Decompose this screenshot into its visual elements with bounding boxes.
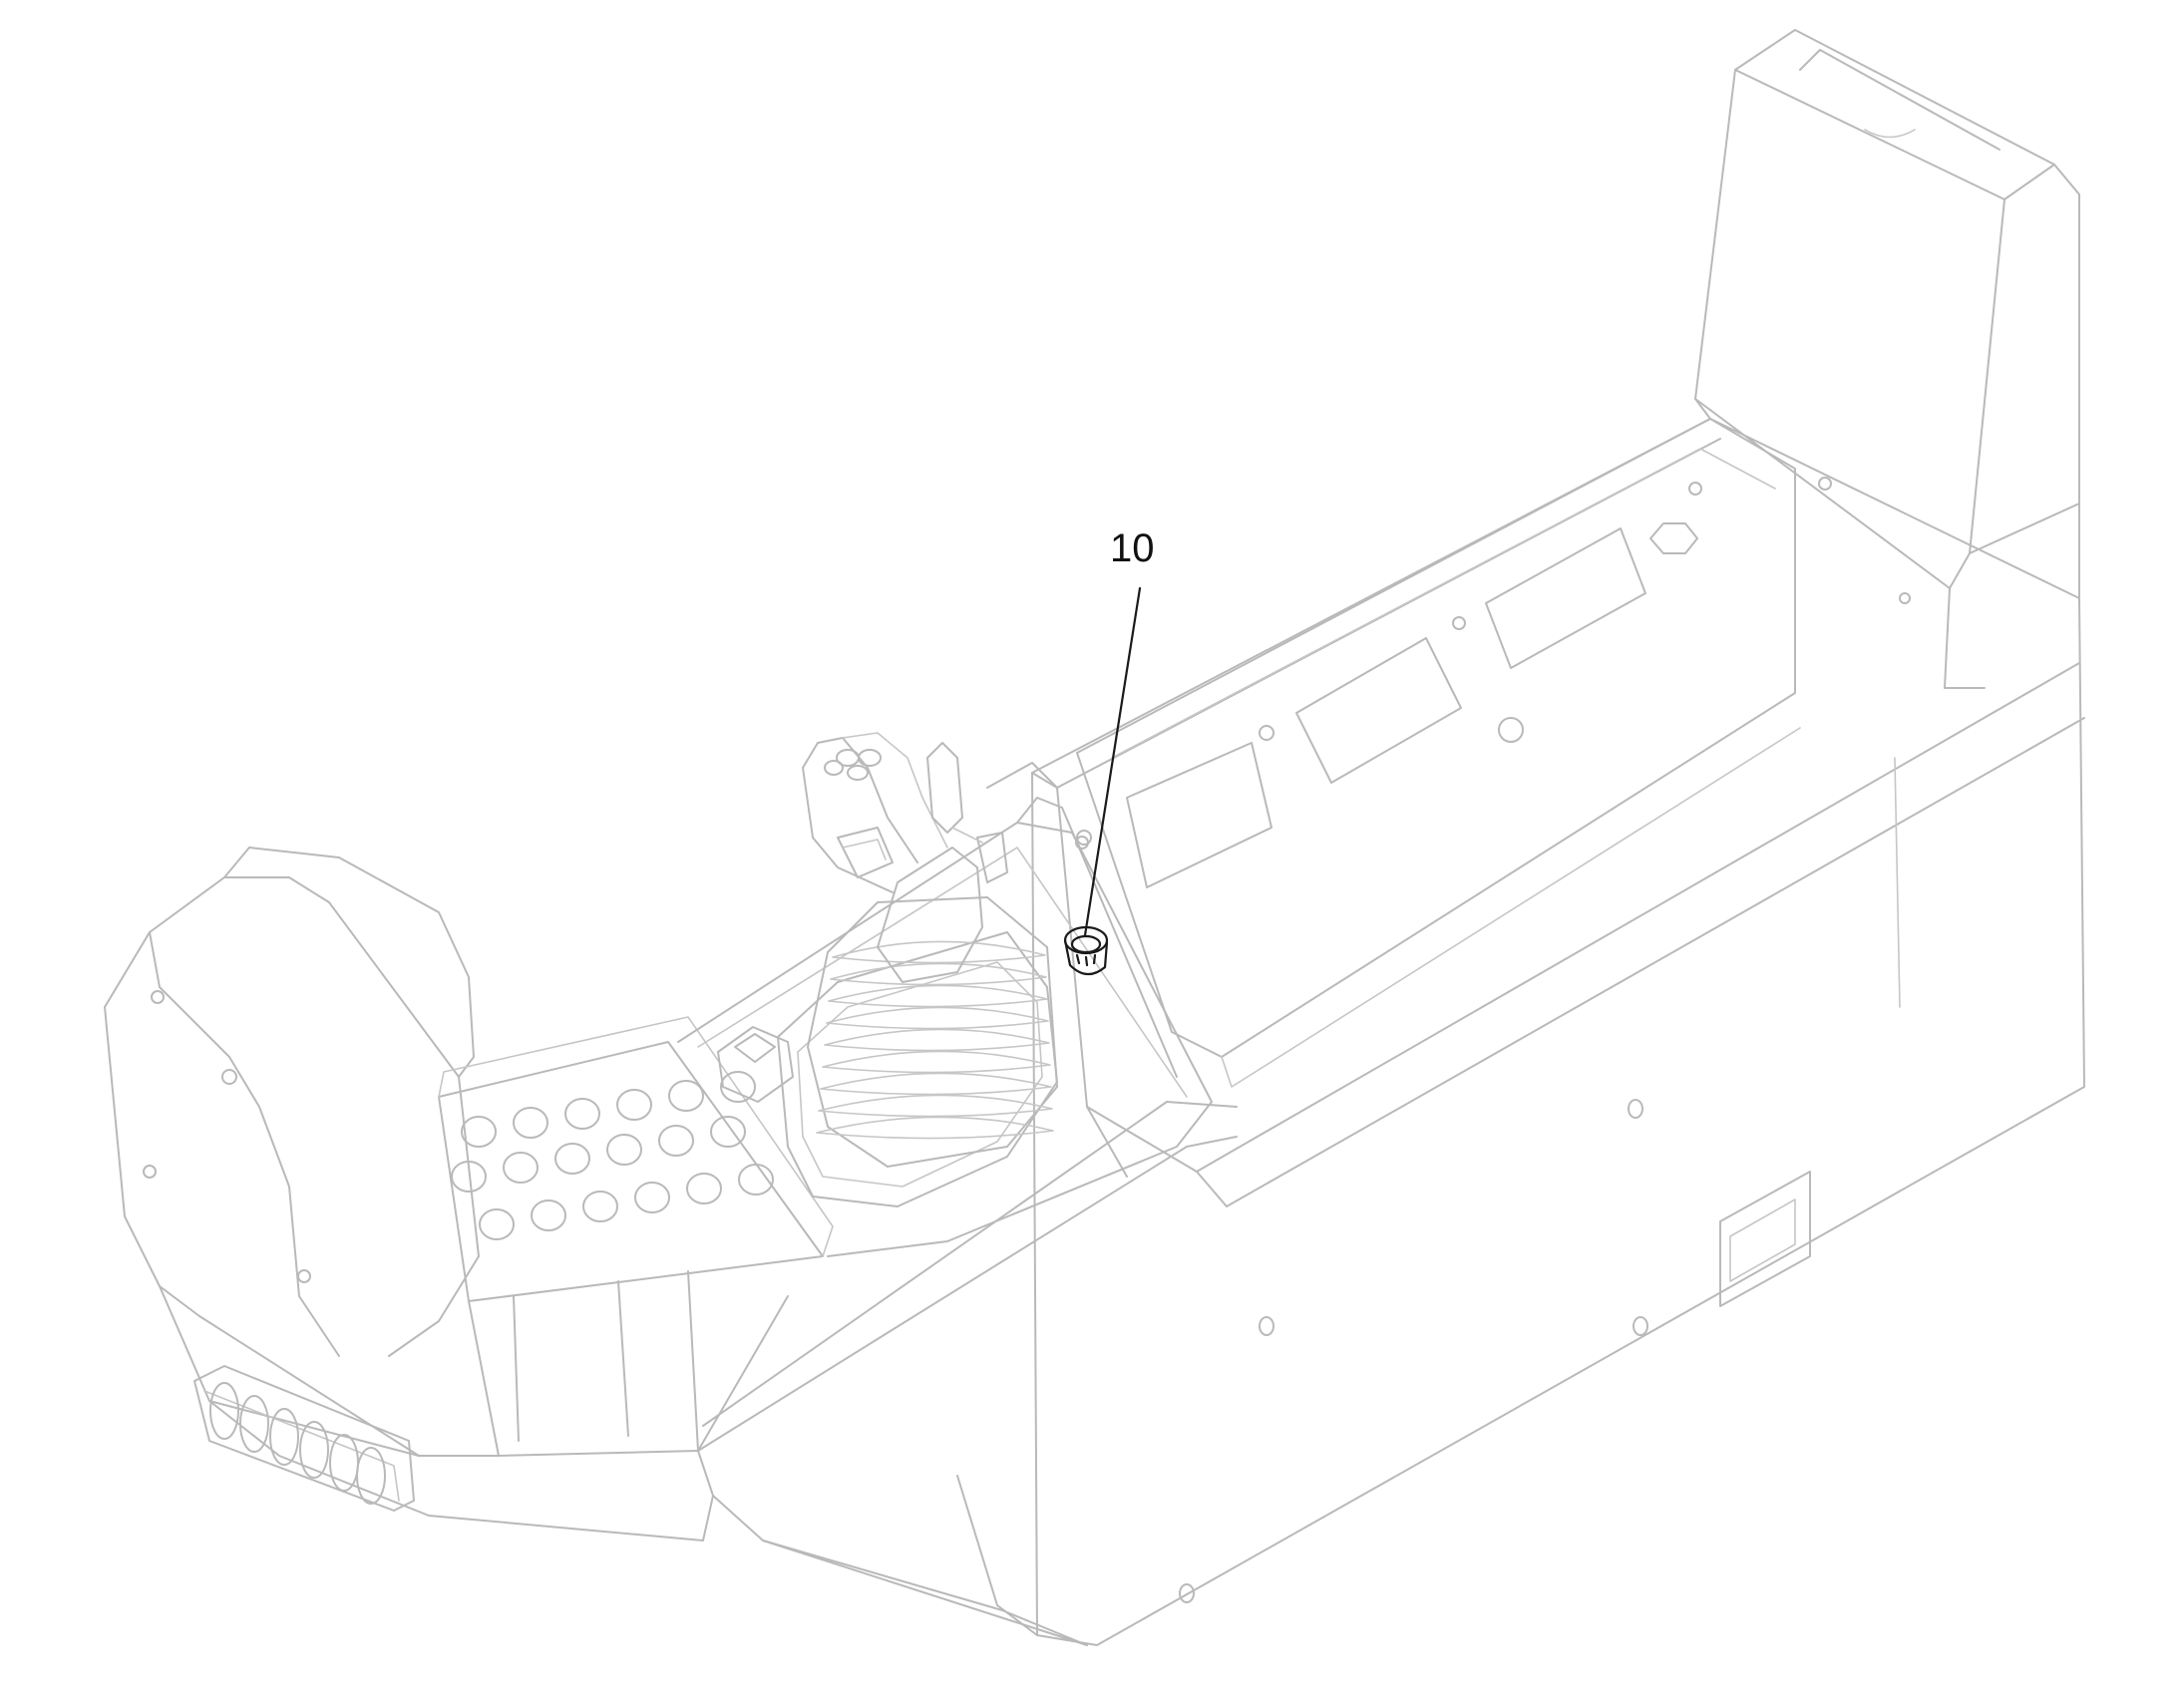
bellows-ridge [816, 1116, 1054, 1140]
joystick-base [677, 822, 1213, 1257]
bellows-ridge [826, 1006, 1049, 1030]
callout-label: 10 [1110, 526, 1155, 570]
perforation-hole [451, 1161, 487, 1193]
perforation-hole [503, 1152, 539, 1184]
perforation-hole [616, 1089, 652, 1121]
console-top-tray [1076, 418, 1801, 1088]
perforation-hole [606, 1134, 642, 1166]
perforation-hole [738, 1164, 774, 1196]
perforation-hole [479, 1208, 515, 1240]
perforation-hole [531, 1199, 566, 1231]
joystick-handle [802, 732, 1008, 983]
bellows-ridge [830, 962, 1047, 986]
callout-10: 10 [1083, 526, 1155, 937]
callout-leader-line [1083, 586, 1142, 937]
perforation-hole [564, 1098, 600, 1130]
perforation-hole [554, 1143, 590, 1175]
perforation-hole [461, 1116, 497, 1148]
panel-opening-3 [1485, 527, 1646, 669]
bellows-ridge [824, 1028, 1050, 1052]
panel-opening-1 [1126, 742, 1272, 888]
bellows-ridge [822, 1050, 1051, 1074]
bellows-ridge [818, 1094, 1053, 1118]
bellows-ridge [820, 1072, 1052, 1096]
perforation-hole [720, 1071, 756, 1103]
roller-switch-block [193, 1365, 415, 1512]
perforation-hole [710, 1116, 746, 1148]
console-body [956, 418, 2085, 1646]
perforation-hole [513, 1107, 548, 1139]
armrest-pod [104, 847, 714, 1541]
perforation-hole [686, 1173, 722, 1204]
perforated-panel [438, 1016, 834, 1302]
perforation-hole [658, 1125, 694, 1157]
perforation-holes [451, 1071, 774, 1240]
panel-opening-2 [1295, 637, 1462, 784]
joystick-bellows [807, 896, 1058, 1168]
front-lower-panels [468, 1101, 1238, 1646]
console-rim [986, 762, 1178, 1078]
rear-tower [1694, 29, 2080, 689]
perforation-hole [668, 1080, 704, 1112]
perforation-hole [582, 1191, 618, 1222]
bellows-ridge [828, 984, 1048, 1008]
perforation-hole [634, 1182, 670, 1213]
bellows-ridge [832, 940, 1046, 964]
